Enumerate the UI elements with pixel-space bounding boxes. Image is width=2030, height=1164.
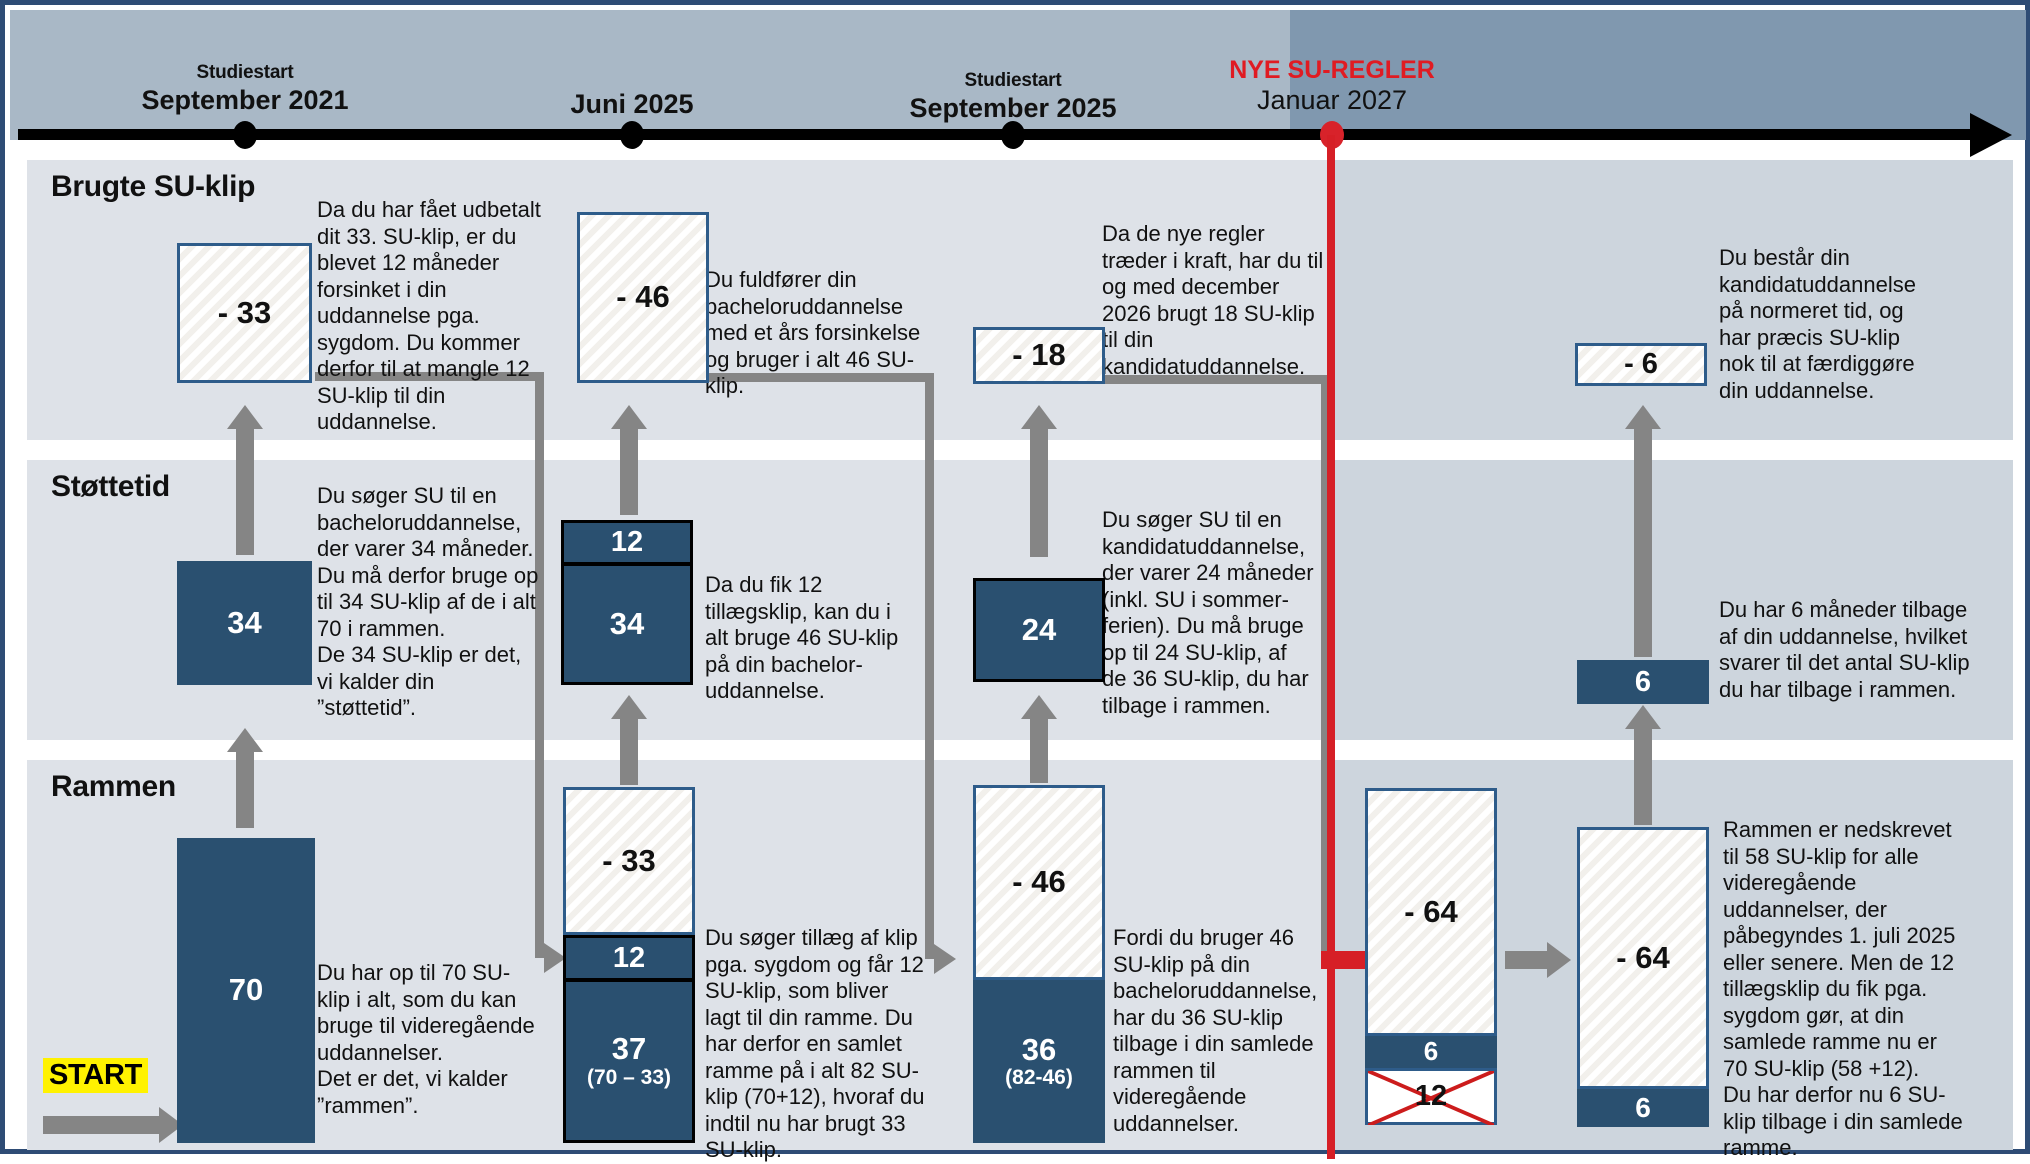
box-stoettetid-24: 24 [973, 578, 1105, 682]
uparrow-shaft [236, 752, 254, 828]
timeline-axis [18, 129, 1978, 140]
uparrow-shaft [1030, 719, 1048, 783]
uparrow-head [1625, 405, 1661, 429]
uparrow-stoettetid-to-brugte-2 [611, 405, 647, 515]
new-rules-badge: NYE SU-REGLER [1229, 56, 1435, 84]
uparrow-shaft [620, 429, 638, 515]
row1-post-2027-shade [1331, 160, 2013, 440]
elbow-connector-2 [705, 373, 956, 974]
uparrow-shaft [1634, 729, 1652, 825]
uparrow-rammen-to-stoettetid-3 [1021, 695, 1057, 783]
timeline-header: Studiestart September 2021 Juni 2025 Stu… [10, 10, 2026, 157]
box-rammen-37: 37 (70 – 33) [563, 979, 695, 1143]
note-rammen-64: Rammen er nedskrevet til 58 SU-klip for … [1723, 817, 1963, 1160]
box-rammen-6b: 6 [1577, 1089, 1709, 1127]
note-stoettetid-12: Da du fik 12 tillægsklip, kan du i alt b… [705, 572, 899, 703]
box-rammen-36: 36 (82-46) [973, 980, 1105, 1143]
timeline-label-2: Juni 2025 [570, 88, 693, 120]
note-brugte-18: Da de nye regler træder i kraft, har du … [1102, 221, 1324, 379]
note-brugte-6: Du består din kandidatuddannelse på norm… [1719, 245, 1916, 403]
elbow-arrowhead [934, 944, 956, 974]
box-rammen-64b: - 64 [1577, 827, 1709, 1089]
box-brugte-18: - 18 [973, 327, 1105, 384]
uparrow-head [227, 728, 263, 752]
uparrow-shaft [1030, 429, 1048, 557]
elbow-vertical [1321, 375, 1330, 960]
note-rammen-70: Du har op til 70 SU-klip i alt, som du k… [317, 960, 535, 1118]
box-rammen-46: - 46 [973, 785, 1105, 980]
elbow-horizontal [315, 372, 544, 381]
row-brugte-su-klip: Brugte SU-klip [27, 160, 2013, 440]
start-badge: START [43, 1058, 149, 1093]
box-stoettetid-6: 6 [1577, 660, 1709, 704]
box-stoettetid-34b: 34 [561, 563, 693, 685]
uparrow-rammen-to-stoettetid-1 [227, 728, 263, 828]
row3-title: Rammen [51, 770, 176, 803]
start-arrow-shaft [43, 1116, 161, 1134]
note-rammen-36: Fordi du bruger 46 SU-klip på din bachel… [1113, 925, 1318, 1136]
timeline-main-3: September 2025 [909, 93, 1117, 123]
uparrow-rammen-to-stoettetid-5 [1625, 705, 1661, 825]
uparrow-head [1021, 695, 1057, 719]
uparrow-head [227, 405, 263, 429]
timeline-sub-3: Studiestart [964, 70, 1062, 91]
note-stoettetid-34: Du søger SU til en bacheloruddannelse, d… [317, 483, 539, 720]
timeline-main-4: Januar 2027 [1256, 85, 1408, 115]
rammen-arrow-head [1547, 942, 1571, 978]
box-rammen-12: 12 [563, 935, 695, 981]
timeline-dot-2 [620, 121, 644, 149]
elbow-vertical [535, 372, 544, 958]
uparrow-head [1625, 705, 1661, 729]
uparrow-shaft [1634, 429, 1652, 657]
box-rammen-64a: - 64 [1365, 788, 1497, 1036]
uparrow-shaft [236, 429, 254, 555]
note-stoettetid-24: Du søger SU til en kandidatuddannelse, d… [1102, 507, 1314, 718]
new-rules-vertical-rule [1327, 135, 1335, 1159]
timeline-arrowhead [1970, 113, 2012, 157]
elbow-connector-3 [1102, 375, 1342, 960]
timeline-dot-1 [233, 121, 257, 149]
timeline-main-2: Juni 2025 [570, 89, 694, 119]
row2-title: Støttetid [51, 470, 170, 503]
uparrow-head [1021, 405, 1057, 429]
timeline-label-1: Studiestart September 2021 [141, 62, 348, 116]
timeline-label-3: Studiestart September 2025 [909, 70, 1116, 124]
box-stoettetid-34: 34 [177, 561, 312, 685]
timeline-sub-1: Studiestart [196, 62, 294, 83]
box-stoettetid-12: 12 [561, 520, 693, 565]
note-brugte-46: Du fuldfører din bacheloruddannelse med … [705, 267, 921, 398]
box-rammen-12-cancelled: 12 [1365, 1068, 1497, 1126]
timeline-dot-3 [1001, 121, 1025, 149]
rammen-arrow-4-to-5 [1505, 942, 1571, 978]
uparrow-stoettetid-to-brugte-1 [227, 405, 263, 555]
uparrow-stoettetid-to-brugte-5 [1625, 405, 1661, 657]
elbow-arrowhead [544, 943, 566, 973]
box-brugte-33: - 33 [177, 243, 312, 383]
uparrow-head [611, 695, 647, 719]
box-rammen-70: 70 [177, 838, 315, 1143]
note-stoettetid-6: Du har 6 måneder tilbage af din uddannel… [1719, 597, 1970, 702]
box-brugte-6: - 6 [1575, 343, 1707, 386]
uparrow-stoettetid-to-brugte-3 [1021, 405, 1057, 557]
uparrow-rammen-to-stoettetid-2 [611, 695, 647, 785]
elbow-horizontal [705, 373, 934, 382]
start-arrow [43, 1107, 183, 1143]
uparrow-shaft [620, 719, 638, 785]
box-brugte-46: - 46 [577, 212, 709, 383]
box-rammen-6a: 6 [1365, 1036, 1497, 1068]
rammen-arrow-shaft [1505, 951, 1549, 969]
timeline-label-4: NYE SU-REGLER Januar 2027 [1229, 56, 1435, 116]
row1-title: Brugte SU-klip [51, 170, 256, 203]
note-rammen-12: Du søger tillæg af klip pga. sygdom og f… [705, 925, 925, 1162]
elbow-horizontal [1102, 375, 1330, 384]
uparrow-head [611, 405, 647, 429]
timeline-main-1: September 2021 [141, 85, 349, 115]
elbow-vertical [925, 373, 934, 959]
box-rammen-33: - 33 [563, 787, 695, 935]
elbow-connector-1 [315, 372, 566, 973]
note-brugte-33: Da du har fået udbetalt dit 33. SU-klip,… [317, 197, 541, 434]
